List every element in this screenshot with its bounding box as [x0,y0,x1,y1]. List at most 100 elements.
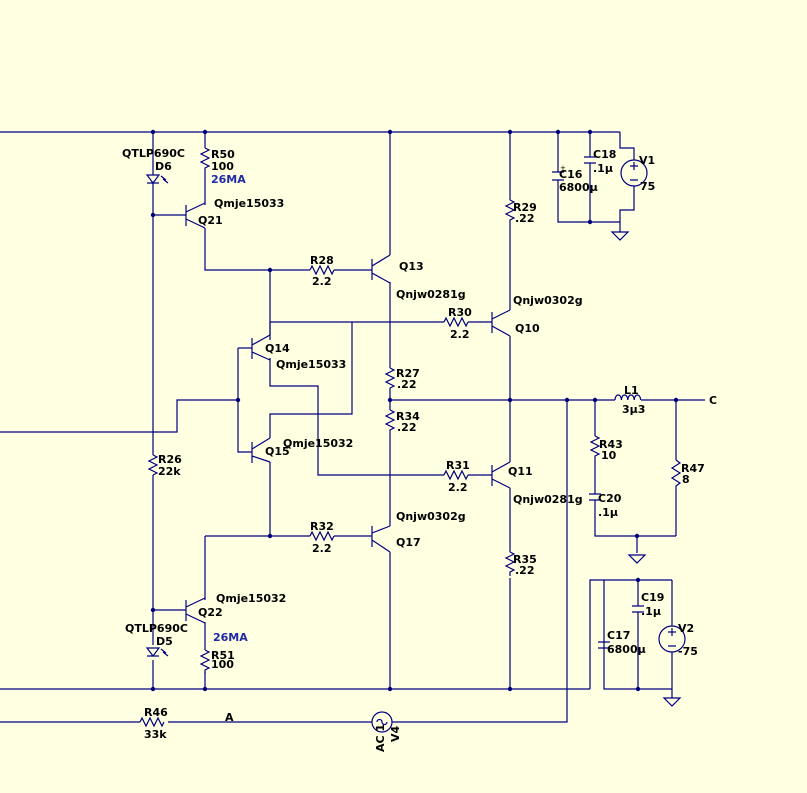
resistor-r32-symbol[interactable] [309,530,335,542]
r29-value-label: .22 [515,212,535,225]
transistor-q10-symbol[interactable] [491,309,511,337]
d5-model-label: QTLP690C [125,622,188,635]
r26-value-label: 22k [158,465,181,478]
v1-ref-label: V1 [639,154,655,167]
r46-ref-label: R46 [144,706,168,719]
resistor-r46-symbol[interactable] [139,716,165,728]
transistor-q17-symbol[interactable] [371,525,391,553]
ac-source-v4-symbol[interactable] [371,711,393,733]
c19-value-label: .1µ [641,605,661,618]
voltage-source-v1-symbol[interactable] [620,159,648,187]
ground-symbol-top [610,231,630,241]
transistor-q15-symbol[interactable] [251,437,271,463]
capacitor-c19-symbol[interactable] [632,605,644,613]
v4-ref-label: V4 [389,725,402,742]
resistor-r51-symbol[interactable] [199,649,211,674]
r35-value-label: .22 [515,564,535,577]
r51-value-label: 100 [211,658,234,671]
q21-ref-label: Q21 [198,214,223,227]
q13-model-label: Qnjw0281g [396,288,466,301]
r43-value-label: 10 [601,449,617,462]
r27-value-label: .22 [397,378,417,391]
capacitor-c16-symbol[interactable]: + [552,164,566,181]
v2-value-label: -75 [678,645,698,658]
v1-value-label: 75 [640,180,655,193]
resistor-r26-symbol[interactable] [147,454,159,476]
q15-model-label: Qmje15032 [283,437,353,450]
l1-value-label: 3µ3 [622,403,645,416]
c18-value-label: .1µ [593,162,613,175]
v2-ref-label: V2 [678,622,694,635]
svg-text:+: + [560,164,566,172]
c17-value-label: 6800µ [607,643,646,656]
c19-ref-label: C19 [641,591,664,604]
transistor-q14-symbol[interactable] [251,334,271,361]
l1-ref-label: L1 [624,384,639,397]
q17-model-label: Qnjw0302g [396,510,466,523]
r28-value-label: 2.2 [312,275,332,288]
d5-ref-label: D5 [156,635,173,648]
labels: QTLP690C D6 R50 100 26MA Qmje15033 Q21 R… [122,147,717,752]
bottom-current-annotation: 26MA [213,631,248,644]
led-d5-symbol[interactable] [145,647,169,657]
c20-value-label: .1µ [598,506,618,519]
resistor-r28-symbol[interactable] [309,264,335,276]
q10-ref-label: Q10 [515,322,540,335]
transistor-q11-symbol[interactable] [491,461,511,489]
resistor-r29-symbol[interactable] [504,199,516,222]
r31-ref-label: R31 [446,459,470,472]
r32-ref-label: R32 [310,520,334,533]
q21-model-label: Qmje15033 [214,197,284,210]
c16-ref-label: C16 [559,168,583,181]
led-d6-symbol[interactable] [145,174,169,184]
c18-ref-label: C18 [593,148,616,161]
resistor-r50-symbol[interactable] [199,147,211,172]
r27-ref-label: R27 [396,367,420,380]
r50-ref-label: R50 [211,148,235,161]
r51-ref-label: R51 [211,649,235,662]
c17-ref-label: C17 [607,629,630,642]
inductor-l1-symbol[interactable] [614,394,642,401]
wires [0,131,705,723]
c16-value-label: 6800µ [559,181,598,194]
r30-ref-label: R30 [448,306,472,319]
q14-ref-label: Q14 [265,342,290,355]
resistor-r27-symbol[interactable] [384,367,396,389]
r29-ref-label: R29 [513,201,537,214]
ground-symbol-middle [627,554,647,564]
q17-ref-label: Q17 [396,536,421,549]
net-a-label: A [225,711,234,724]
q10-model-label: Qnjw0302g [513,294,583,307]
resistor-r35-symbol[interactable] [504,551,516,576]
q14-model-label: Qmje15033 [276,358,346,371]
r31-value-label: 2.2 [448,481,468,494]
r26-ref-label: R26 [158,453,182,466]
capacitor-c20-symbol[interactable] [589,493,601,501]
resistor-r43-symbol[interactable] [589,435,601,460]
ground-symbol-bottom [662,697,682,707]
q11-ref-label: Q11 [508,465,533,478]
q15-ref-label: Q15 [265,445,290,458]
voltage-source-v2-symbol[interactable] [658,625,686,653]
capacitor-c18-symbol[interactable] [584,156,596,164]
q22-model-label: Qmje15032 [216,592,286,605]
resistor-r31-symbol[interactable] [443,469,469,481]
r28-ref-label: R28 [310,254,334,267]
r35-ref-label: R35 [513,553,537,566]
r32-value-label: 2.2 [312,542,332,555]
resistor-r30-symbol[interactable] [443,316,469,328]
d6-ref-label: D6 [155,160,172,173]
resistor-r34-symbol[interactable] [384,409,396,432]
capacitor-c17-symbol[interactable] [598,641,610,649]
r34-value-label: .22 [397,421,417,434]
r47-ref-label: R47 [681,462,705,475]
resistor-r47-symbol[interactable] [670,459,682,490]
d6-model-label: QTLP690C [122,147,185,160]
r43-ref-label: R43 [599,438,623,451]
transistor-q13-symbol[interactable] [371,254,391,284]
transistor-q21-symbol[interactable] [185,202,206,229]
q11-model-label: Qnjw0281g [513,493,583,506]
transistor-q22-symbol[interactable] [185,597,206,624]
